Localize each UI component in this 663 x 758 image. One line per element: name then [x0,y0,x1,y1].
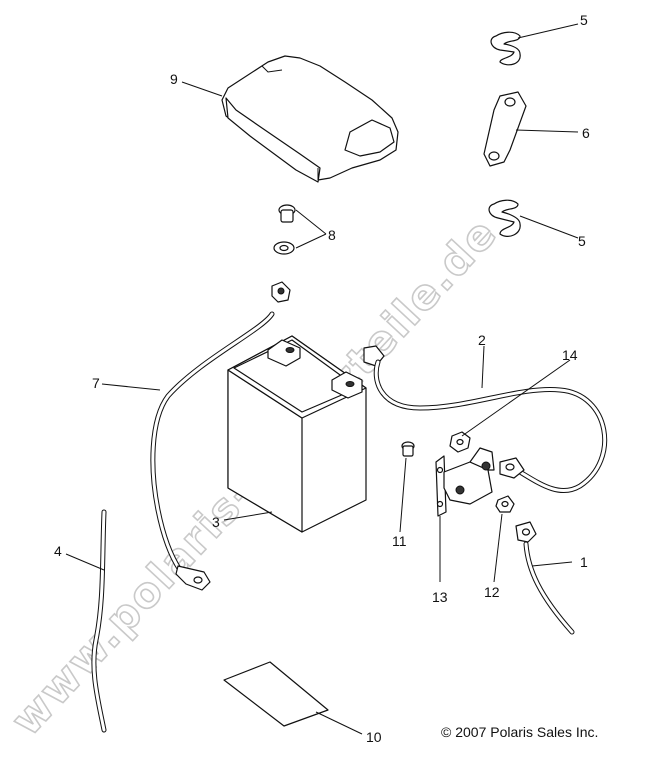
callout-1: 1 [580,554,588,570]
callout-4: 4 [54,543,62,559]
nut-part-12 [495,495,515,513]
callout-5-top: 5 [580,12,588,28]
callout-3: 3 [212,514,220,530]
callout-8: 8 [328,227,336,243]
callout-10: 10 [366,729,382,745]
positive-cable-part [363,345,608,493]
callout-14: 14 [562,347,578,363]
short-cable-part [515,521,575,635]
battery-part [227,335,367,533]
label-card-part [223,661,329,727]
battery-cover-part [221,55,399,183]
terminal-nut-part [271,281,291,303]
bracket-part [483,91,527,167]
negative-cable-part [150,311,275,591]
callout-5-bottom: 5 [578,233,586,249]
callout-6: 6 [582,125,590,141]
callout-9: 9 [170,71,178,87]
callout-13: 13 [432,589,448,605]
callout-11: 11 [392,533,407,549]
clip-part-top [490,31,521,66]
bolt-and-washer-part [273,204,296,255]
nut-part-14 [449,431,471,453]
leader-lines [65,23,579,735]
callout-2: 2 [478,332,486,348]
callout-7: 7 [92,375,100,391]
callout-12: 12 [484,584,500,600]
bolt-part-11 [401,441,415,457]
solenoid-relay-part [435,447,495,517]
clip-part-bottom [488,199,521,237]
copyright-text: © 2007 Polaris Sales Inc. [441,724,598,740]
harness-wire-part [91,509,107,733]
